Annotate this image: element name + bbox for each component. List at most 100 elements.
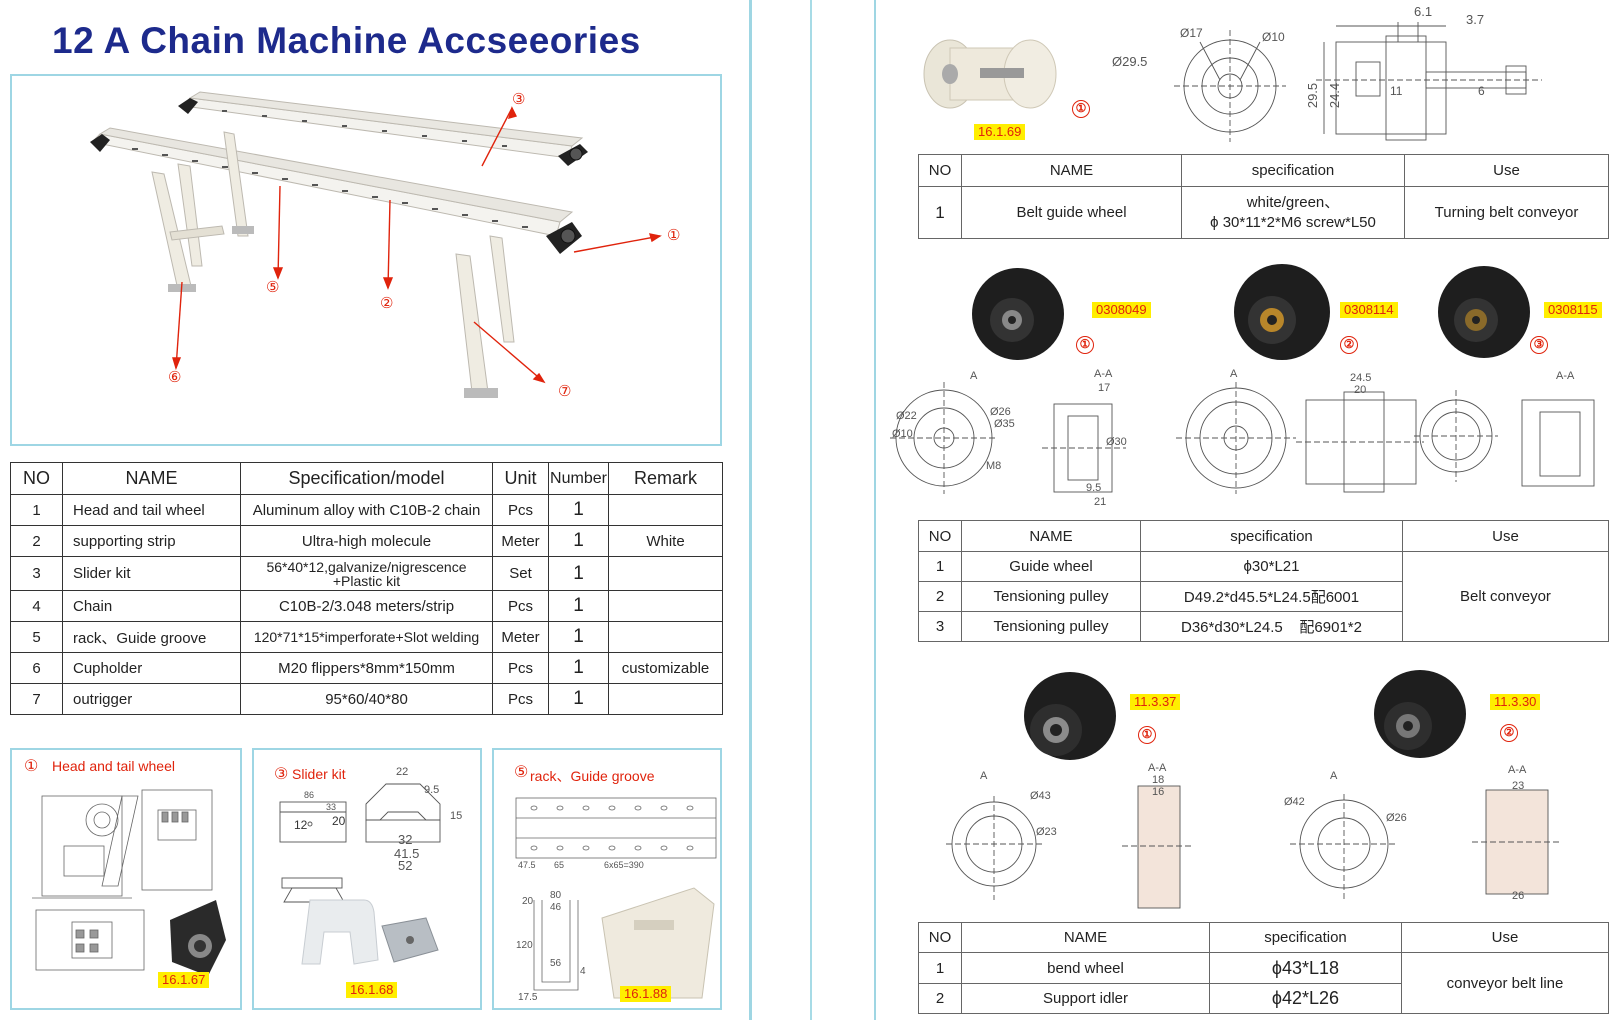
callout-7: ⑦ — [558, 383, 572, 400]
dim-label: Ø26 — [990, 406, 1011, 418]
col-header-remark: Remark — [608, 462, 723, 495]
dim-label: M8 — [986, 460, 1002, 472]
product-code: 11.3.37 — [1130, 694, 1181, 710]
tensioning-pulley-photo-1 — [1234, 264, 1330, 360]
cell-spec: ϕ30*L21 — [1140, 551, 1403, 582]
cell-number: 1 — [548, 556, 609, 591]
cell-use: conveyor belt line — [1401, 952, 1609, 1014]
dim-label: Ø22 — [896, 410, 917, 422]
col-header-name: NAME — [961, 520, 1141, 552]
dim-label: 22 — [396, 766, 409, 778]
spec-line-1: white/green、 — [1246, 194, 1340, 211]
belt-guide-wheel-side-view — [1316, 22, 1542, 141]
dim-label: 18 — [1152, 774, 1165, 786]
support-idler-photo — [1374, 670, 1466, 758]
dim-label: Ø30 — [1106, 436, 1127, 448]
dim-label: 23 — [1512, 780, 1525, 792]
left-page: 12 A Chain Machine Accseeories — [0, 0, 752, 1020]
cell-unit: Pcs — [492, 590, 549, 622]
table-row: 2 supporting strip Ultra-high molecule M… — [10, 525, 723, 557]
col-header-name: NAME — [961, 922, 1210, 953]
cell-spec: M20 flippers*8mm*150mm — [240, 652, 493, 684]
guide-wheel-photo — [972, 268, 1064, 360]
dim-label: 12 — [294, 818, 308, 832]
callout-2: ② — [380, 295, 394, 312]
cell-spec: 56*40*12,galvanize/nigrescence +Plastic … — [240, 556, 493, 591]
cell-name: Cupholder — [62, 652, 241, 684]
cell-name: rack、Guide groove — [62, 621, 241, 653]
dim-label: Ø10 — [892, 428, 913, 440]
cell-unit: Meter — [492, 621, 549, 653]
panel-number: ① — [24, 758, 39, 775]
cell-name: Belt guide wheel — [961, 186, 1182, 239]
dim-label: A-A — [1148, 762, 1167, 774]
table-row: 1 bend wheel ϕ43*L18 conveyor belt line — [918, 952, 1609, 1014]
dim-label: 6 — [1478, 84, 1485, 98]
table-row: 3 Slider kit 56*40*12,galvanize/nigresce… — [10, 556, 723, 591]
table-row: 1 Guide wheel ϕ30*L21 Belt conveyor — [918, 551, 1609, 642]
cell-no: 1 — [918, 952, 962, 984]
cell-no: 5 — [10, 621, 63, 653]
cell-no: 2 — [918, 983, 962, 1014]
cell-unit: Pcs — [492, 683, 549, 715]
conveyor-photo-frame: ③ ① ② ⑤ ⑥ ⑦ — [10, 74, 722, 446]
tensioning-pulley-photo-2 — [1438, 266, 1530, 358]
cell-remark — [608, 621, 723, 653]
cell-no: 2 — [10, 525, 63, 557]
page-title: 12 A Chain Machine Accseeories — [52, 20, 641, 61]
cell-use: Turning belt conveyor — [1404, 186, 1609, 239]
dim-label: Ø35 — [994, 418, 1015, 430]
table-row: 7 outrigger 95*60/40*80 Pcs 1 — [10, 683, 723, 715]
table-row: 4 Chain C10B-2/3.048 meters/strip Pcs 1 — [10, 590, 723, 622]
bend-wheel-technical-drawings — [946, 785, 1560, 909]
cell-spec: Aluminum alloy with C10B-2 chain — [240, 494, 493, 526]
belt-guide-wheel-table: NO NAME specification Use 1 Belt guide w… — [918, 154, 1609, 239]
accessories-table: NO NAME Specification/model Unit Number … — [10, 462, 723, 715]
cell-number: 1 — [548, 683, 609, 715]
dim-label: 26 — [1512, 890, 1525, 902]
cell-unit: Pcs — [492, 494, 549, 526]
dim-label: 6x65=390 — [604, 860, 644, 870]
cell-name: Tensioning pulley — [961, 611, 1141, 642]
dim-label: Ø23 — [1036, 826, 1057, 838]
dim-label: 11 — [1390, 84, 1403, 98]
cell-name: outrigger — [62, 683, 241, 715]
dim-label: Ø43 — [1030, 790, 1051, 802]
col-header-spec: specification — [1209, 922, 1402, 953]
table-row: 3 Tensioning pulley D36*d30*L24.5 配6901*… — [918, 611, 1609, 642]
dim-label: 20 — [332, 814, 346, 828]
cell-no: 1 — [918, 551, 962, 582]
table-row: 1 Head and tail wheel Aluminum alloy wit… — [10, 494, 723, 526]
col-header-name: NAME — [62, 462, 241, 495]
dim-label: Ø42 — [1284, 796, 1305, 808]
dim-label: 52 — [398, 858, 413, 873]
dim-label: Ø29.5 — [1112, 54, 1148, 69]
callout-1: ① — [667, 227, 681, 244]
dim-label: 120 — [516, 940, 533, 951]
belt-conveyor-pulley-table: NO NAME specification Use 1 Guide wheel … — [918, 520, 1609, 642]
col-header-spec: Specification/model — [240, 462, 493, 495]
cell-name: Slider kit — [62, 556, 241, 591]
dim-label: A — [1330, 770, 1338, 782]
dim-label: 20 — [522, 896, 534, 907]
cell-no: 4 — [10, 590, 63, 622]
dim-label: A — [970, 370, 978, 382]
product-number: ② — [1500, 724, 1518, 742]
cell-remark — [608, 590, 723, 622]
product-number: ② — [1340, 336, 1358, 354]
dim-label: 17 — [1098, 382, 1111, 394]
col-header-spec: specification — [1140, 520, 1403, 552]
product-code: 11.3.30 — [1490, 694, 1541, 710]
cell-no: 6 — [10, 652, 63, 684]
bend-wheel-photo — [1024, 672, 1116, 760]
panel-slider-kit: ③ Slider kit 22 86 33 12 20 32 41.5 52 1… — [252, 748, 482, 1010]
cell-unit: Meter — [492, 525, 549, 557]
dim-label: A-A — [1508, 764, 1527, 776]
dim-label: Ø26 — [1386, 812, 1407, 824]
belt-guide-wheel-photo — [923, 39, 1057, 109]
cell-remark — [608, 683, 723, 715]
dim-label: Ø17 — [1180, 26, 1203, 40]
cell-number: 1 — [548, 652, 609, 684]
dim-label: 29.5 — [1305, 82, 1321, 109]
cell-no: 2 — [918, 581, 962, 612]
